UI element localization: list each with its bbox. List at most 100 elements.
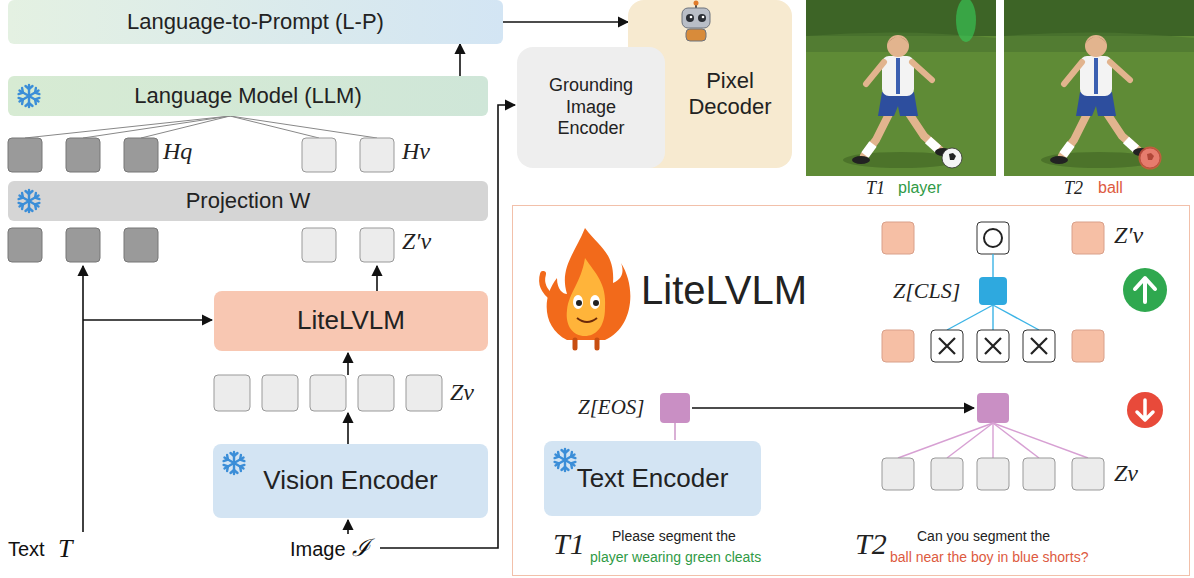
line-shape — [565, 460, 575, 466]
node-label: Language-to-Prompt (L-P) — [127, 9, 384, 35]
line-shape — [992, 254, 993, 277]
g-shape — [947, 305, 1039, 330]
litelvlm-box: LiteLVLM — [214, 291, 488, 351]
rect-shape — [1023, 458, 1055, 490]
token-row-h — [8, 138, 394, 172]
line-shape — [29, 86, 33, 89]
cls-tokens — [882, 222, 1104, 362]
snowflake-icon — [221, 450, 247, 476]
down-badge — [1127, 392, 1163, 428]
path-shape — [575, 340, 597, 348]
line-shape — [234, 458, 244, 464]
rect-shape — [124, 228, 158, 262]
llm-band: Language Model (LLM) — [8, 76, 488, 116]
path-shape — [985, 338, 1001, 354]
circle-shape — [690, 16, 693, 19]
rect-shape — [882, 458, 914, 490]
line-shape — [29, 191, 33, 194]
rect-shape — [977, 330, 1009, 362]
line-shape — [20, 193, 24, 198]
rect-shape — [1072, 222, 1104, 254]
line-shape — [29, 96, 39, 102]
path-shape — [692, 407, 974, 409]
line-shape — [29, 196, 39, 202]
rect-shape — [1072, 330, 1104, 362]
line-shape — [565, 450, 569, 453]
line-shape — [25, 116, 230, 138]
line-shape — [555, 460, 565, 466]
up-badge — [1123, 268, 1167, 312]
g-shape — [898, 423, 1088, 458]
rect-shape — [882, 330, 914, 362]
text-label: T1 — [866, 178, 885, 199]
line-shape — [33, 205, 37, 210]
ellipse-shape — [573, 295, 583, 309]
line-shape — [230, 116, 377, 138]
line-shape — [231, 470, 235, 473]
line-shape — [141, 116, 230, 138]
line-shape — [555, 455, 565, 461]
rect-shape — [262, 375, 298, 411]
line-shape — [224, 463, 228, 468]
text-label: player — [898, 179, 942, 197]
rect-shape — [979, 277, 1007, 305]
g-shape — [939, 338, 1047, 354]
line-shape — [993, 423, 1039, 458]
rect-shape — [931, 330, 963, 362]
rect-shape — [1023, 330, 1055, 362]
circle-shape — [576, 300, 582, 306]
node-label: Vision Encoder — [263, 465, 437, 496]
rect-shape — [360, 138, 394, 172]
text-label: player wearing green cleats — [590, 549, 761, 565]
g-shape — [18, 190, 41, 212]
line-shape — [26, 208, 30, 211]
text-label: ℐ — [352, 535, 370, 563]
rect-shape — [977, 458, 1009, 490]
line-shape — [26, 103, 30, 106]
line-shape — [555, 460, 559, 465]
node-label: LiteLVLM — [641, 266, 807, 314]
node-label: Grounding Image Encoder — [536, 75, 646, 140]
line-shape — [19, 201, 23, 206]
line-shape — [571, 455, 575, 460]
path-shape — [83, 319, 212, 321]
circle-shape — [698, 14, 706, 22]
text-label: ball near the boy in blue shorts? — [890, 549, 1088, 565]
line-shape — [993, 423, 1088, 458]
path-shape — [347, 413, 349, 444]
rect-shape — [686, 29, 706, 41]
rect-shape — [977, 222, 1009, 254]
line-shape — [20, 88, 24, 93]
rect-shape — [66, 138, 100, 172]
circle-shape — [593, 300, 599, 306]
g-shape — [18, 87, 31, 99]
flow-arrows — [83, 105, 515, 548]
line-shape — [33, 100, 37, 105]
text-label: Hv — [402, 138, 430, 166]
line-shape — [19, 96, 29, 102]
line-shape — [947, 423, 993, 458]
line-shape — [993, 305, 1039, 330]
text-label: Please segment the — [612, 528, 736, 544]
line-shape — [224, 458, 234, 464]
path-shape — [567, 258, 606, 336]
g-shape — [554, 449, 577, 471]
line-shape — [240, 458, 244, 463]
path-shape — [347, 520, 349, 534]
circle-shape — [1127, 392, 1163, 428]
text-label: T2 — [1064, 178, 1083, 199]
snowflake-icon — [16, 83, 42, 109]
rect-shape — [8, 138, 42, 172]
rect-shape — [660, 393, 690, 423]
circle-shape — [984, 229, 1002, 247]
line-shape — [83, 116, 230, 138]
circle-shape — [686, 14, 694, 22]
node-label: Text Encoder — [577, 463, 729, 494]
connector-arrow — [459, 44, 461, 76]
g-shape — [18, 192, 31, 204]
token-row-zprime — [8, 228, 394, 262]
circle-shape — [1139, 147, 1162, 170]
ellipse-shape — [956, 0, 976, 42]
line-shape — [234, 453, 238, 456]
